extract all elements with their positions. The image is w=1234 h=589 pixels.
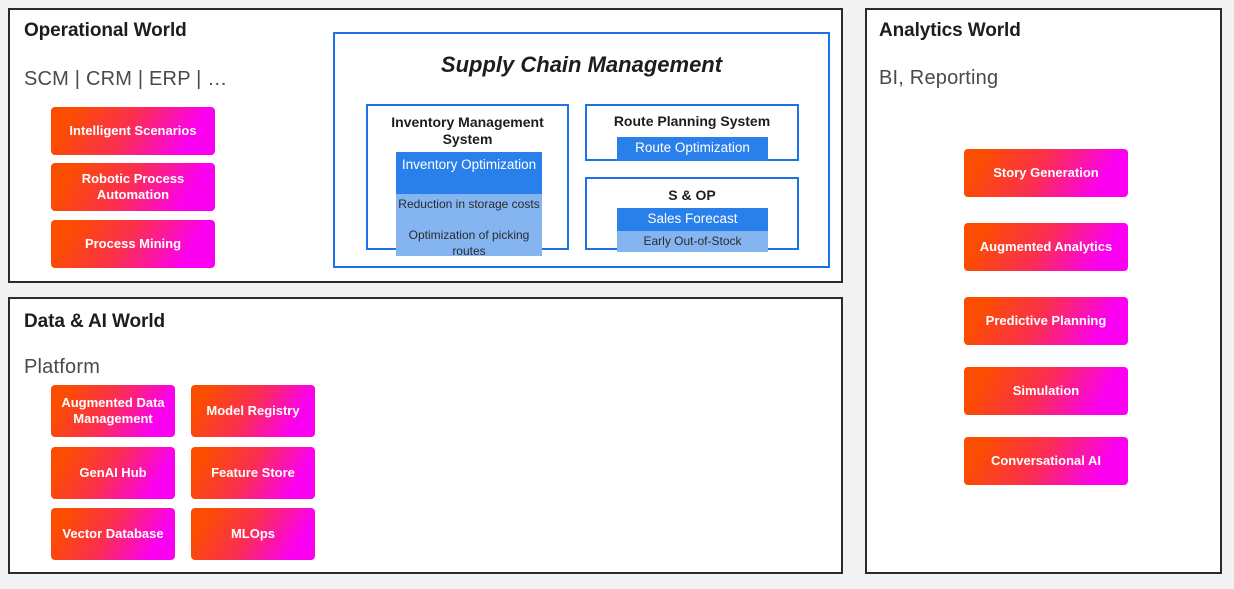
capability-chip-feature-store[interactable]: Feature Store [191,447,315,499]
supply-chain-management-frame: Supply Chain Management Inventory Manage… [333,32,830,268]
data-ai-world-subtitle: Platform [24,356,101,378]
capability-chip-vector-database[interactable]: Vector Database [51,508,175,560]
analytics-world-panel: Analytics World BI, Reporting Story Gene… [865,8,1222,574]
capability-chip-genai-hub[interactable]: GenAI Hub [51,447,175,499]
capability-chip-story-generation[interactable]: Story Generation [964,149,1128,197]
sop-box: S & OP Sales Forecast Early Out-of-Stock [585,177,799,252]
capability-chip-conversational-ai[interactable]: Conversational AI [964,437,1128,485]
supply-chain-management-title: Supply Chain Management [440,52,723,77]
inventory-management-system-box: Inventory Management System Inventory Op… [366,104,569,258]
sop-heading: S & OP [668,187,716,203]
capability-chip-process-mining[interactable]: Process Mining [51,220,215,268]
feature-early-out-of-stock[interactable]: Early Out-of-Stock [617,231,768,252]
inventory-management-system-heading: Inventory Management System [391,114,544,147]
analytics-world-subtitle: BI, Reporting [879,67,999,89]
feature-inventory-optimization[interactable]: Inventory Optimization [396,152,542,194]
route-planning-system-heading: Route Planning System [613,113,771,129]
feature-optimization-of-picking-routes[interactable]: Optimization of picking routes [396,225,542,258]
capability-chip-model-registry[interactable]: Model Registry [191,385,315,437]
capability-chip-simulation[interactable]: Simulation [964,367,1128,415]
feature-reduction-in-storage-costs[interactable]: Reduction in storage costs [396,194,542,225]
capability-chip-augmented-analytics[interactable]: Augmented Analytics [964,223,1128,271]
operational-world-panel: Operational World SCM | CRM | ERP | … In… [8,8,843,283]
capability-chip-intelligent-scenarios[interactable]: Intelligent Scenarios [51,107,215,155]
capability-chip-mlops[interactable]: MLOps [191,508,315,560]
capability-chip-augmented-data-management[interactable]: Augmented Data Management [51,385,175,437]
feature-route-optimization[interactable]: Route Optimization [617,137,768,161]
operational-world-subtitle: SCM | CRM | ERP | … [24,68,228,90]
capability-chip-robotic-process-automation[interactable]: Robotic Process Automation [51,163,215,211]
route-planning-system-box: Route Planning System Route Optimization [585,104,799,161]
feature-sales-forecast[interactable]: Sales Forecast [617,208,768,231]
analytics-world-title: Analytics World [879,20,1021,41]
data-ai-world-panel: Data & AI World Platform Augmented Data … [8,297,843,574]
data-ai-world-title: Data & AI World [24,311,166,332]
operational-world-title: Operational World [24,20,187,41]
capability-chip-predictive-planning[interactable]: Predictive Planning [964,297,1128,345]
